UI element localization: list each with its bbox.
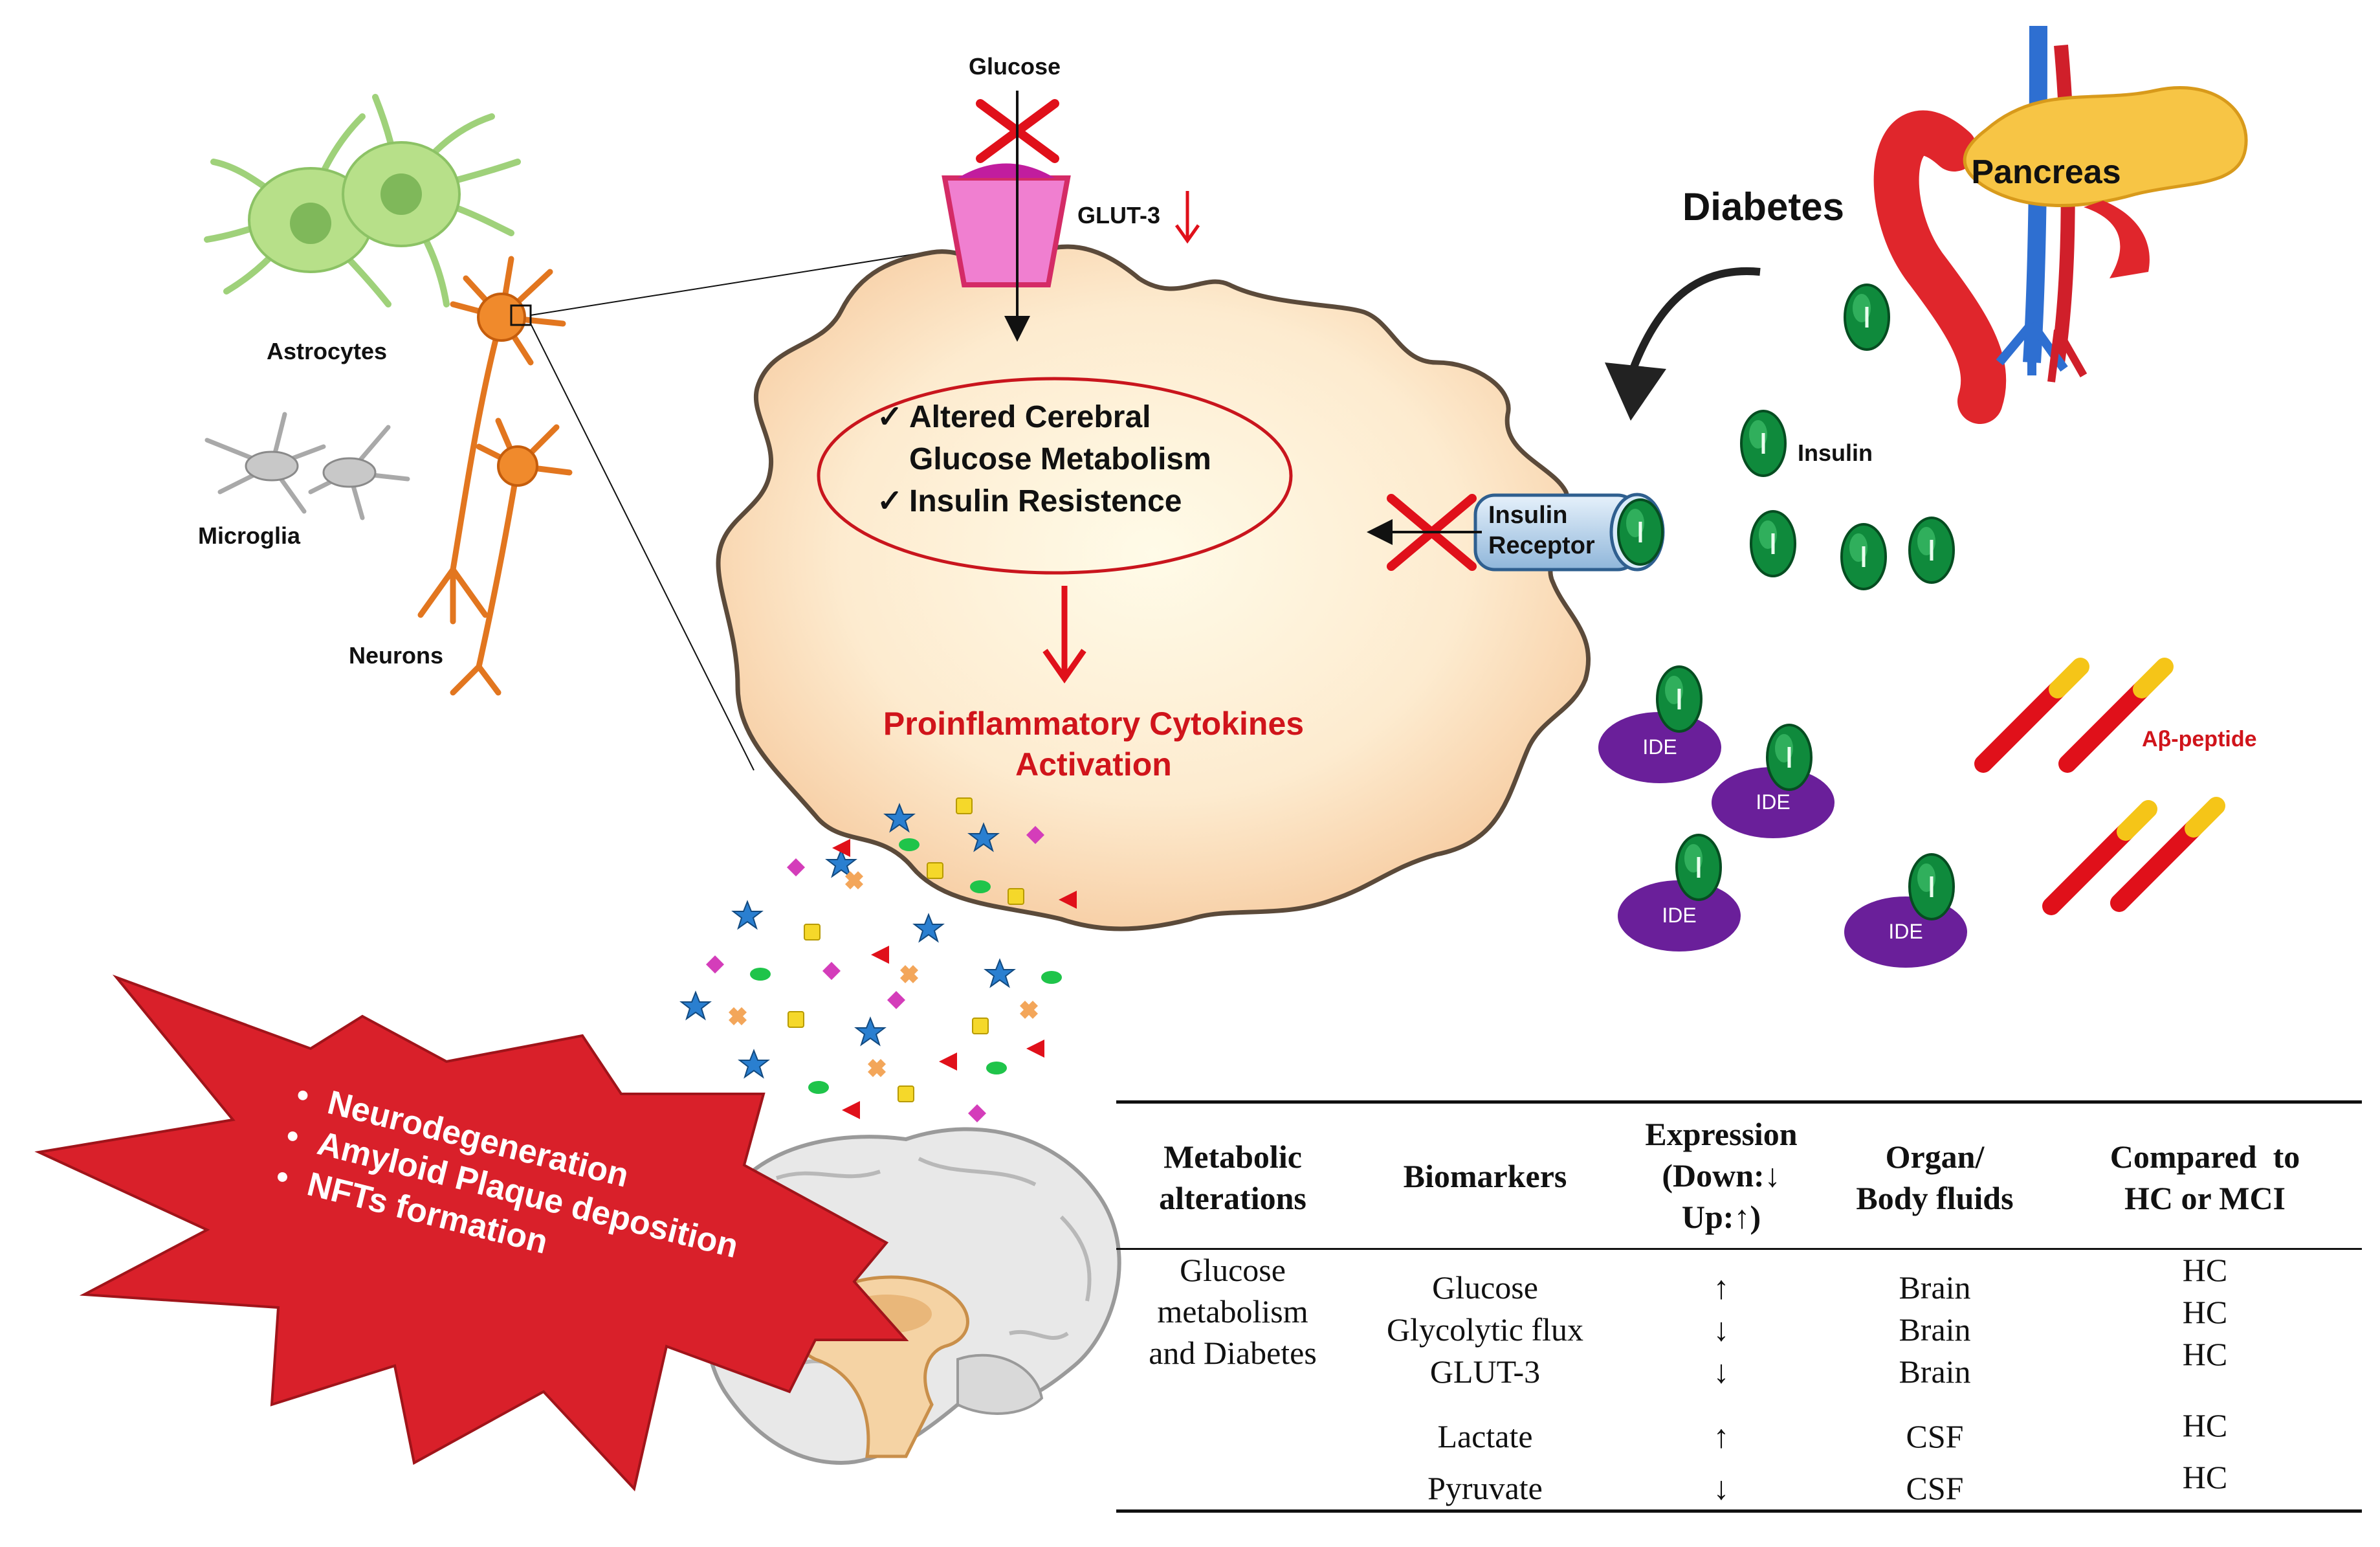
cell-biomarker: GLUT-3 — [1429, 1353, 1541, 1390]
cell-biomarker: Glucose — [1432, 1269, 1538, 1306]
ide-complexes — [1598, 667, 1967, 968]
cell-organ: CSF — [1906, 1418, 1964, 1454]
cell-biomarker: Pyruvate — [1427, 1470, 1543, 1506]
cell-compared: HC — [2182, 1336, 2228, 1372]
cell-expression: ↑ — [1713, 1418, 1730, 1454]
insulin-molecules — [1741, 285, 1954, 589]
neurons-illustration — [417, 256, 573, 696]
diabetes-curved-arrow — [1627, 267, 1761, 377]
neurodegeneration-burst — [34, 974, 909, 1492]
cytokine-down-arrow — [1042, 586, 1086, 684]
cell-compared: HC — [2182, 1252, 2228, 1288]
diabetes-arrow-head — [1605, 362, 1666, 421]
cell-compared: HC — [2182, 1459, 2228, 1495]
pancreas-label: Pancreas — [1971, 153, 2121, 191]
metabolism-ellipse — [817, 377, 1293, 575]
header-organ-body-fluids: Organ/Body fluids — [1856, 1139, 2014, 1216]
cell-organ: Brain — [1899, 1353, 1971, 1390]
insulin-receptor — [1473, 493, 1665, 572]
abeta-peptides — [1974, 658, 2225, 915]
check-1-line2: Glucose Metabolism — [909, 442, 1211, 476]
insulin-receptor-label-line1: Insulin — [1488, 502, 1567, 529]
astrocytes-label: Astrocytes — [267, 338, 387, 364]
check-1-line1: Altered Cerebral — [909, 400, 1151, 434]
microglia-illustration — [204, 412, 410, 520]
cell-expression: ↓ — [1713, 1470, 1730, 1506]
ide-label-1: IDE — [1642, 735, 1677, 759]
table-header-rule — [1116, 1248, 2362, 1250]
ide-label-3: IDE — [1662, 904, 1696, 927]
pancreas-illustration — [1873, 25, 2248, 424]
cell-organ: Brain — [1899, 1311, 1971, 1348]
cell-expression: ↓ — [1713, 1311, 1730, 1348]
abeta-label: Aβ-peptide — [2142, 727, 2257, 751]
cell-organ: CSF — [1906, 1470, 1964, 1506]
ide-label-2: IDE — [1756, 790, 1790, 814]
diabetes-label: Diabetes — [1682, 185, 1844, 228]
glut3-label: GLUT-3 — [1077, 202, 1160, 228]
insulin-label: Insulin — [1798, 440, 1873, 466]
zoom-line-bottom — [530, 323, 755, 771]
ide-label-4: IDE — [1888, 920, 1923, 943]
cytokines-line1: Proinflammatory Cytokines — [883, 706, 1304, 742]
table-bottom-rule — [1116, 1509, 2362, 1513]
neurons-label: Neurons — [349, 642, 443, 669]
neuron-cell-body — [716, 244, 1591, 931]
header-expression: Expression(Down:↓Up:↑) — [1645, 1116, 1798, 1235]
cell-expression: ↑ — [1713, 1269, 1730, 1306]
cell-organ: Brain — [1899, 1269, 1971, 1306]
table-top-rule — [1116, 1100, 2362, 1104]
cell-compared: HC — [2182, 1407, 2228, 1443]
check-2-mark: ✓ — [877, 484, 903, 518]
astrocytes-illustration — [204, 94, 521, 307]
glut3-down-arrow — [1174, 191, 1200, 244]
insulin-receptor-label-line2: Receptor — [1488, 532, 1595, 559]
check-1-mark: ✓ — [877, 400, 903, 434]
cell-expression: ↓ — [1713, 1353, 1730, 1390]
microglia-label: Microglia — [198, 522, 301, 549]
glucose-label: Glucose — [969, 53, 1061, 80]
cell-biomarker: Glycolytic flux — [1386, 1311, 1584, 1348]
cytokines-line2: Activation — [1015, 746, 1172, 783]
cell-compared: HC — [2182, 1294, 2228, 1330]
check-2-text: Insulin Resistence — [909, 484, 1182, 518]
zoom-line-top — [530, 252, 926, 316]
header-biomarkers: Biomarkers — [1403, 1158, 1567, 1194]
glut3-transporter — [942, 163, 1071, 287]
cell-biomarker: Lactate — [1437, 1418, 1533, 1454]
